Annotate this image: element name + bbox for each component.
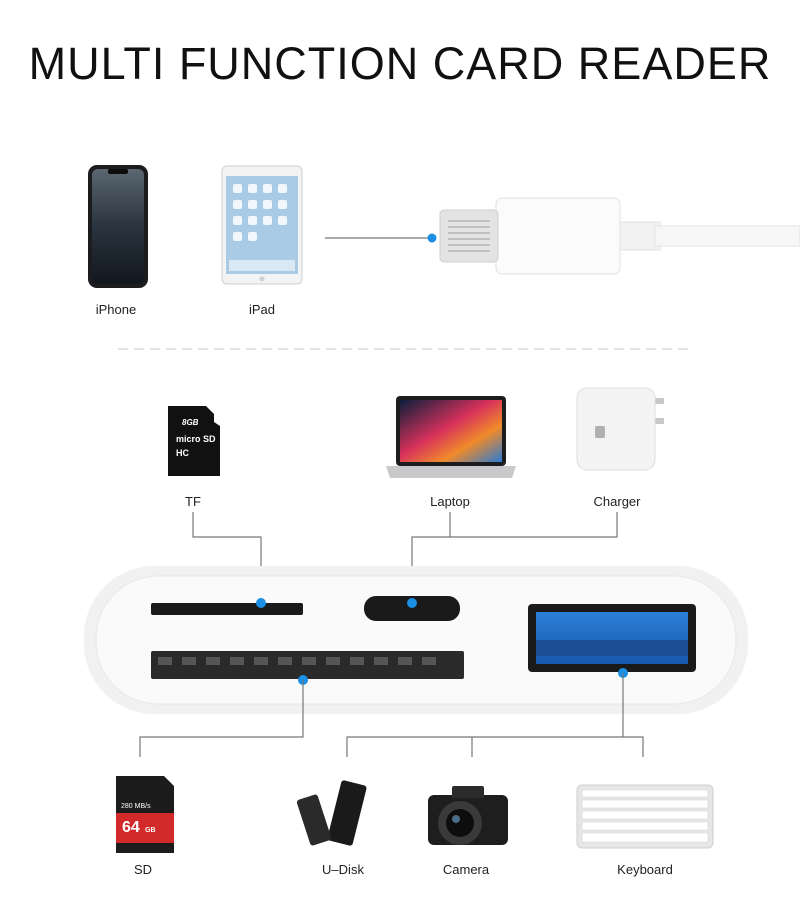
- camera-image: [428, 786, 508, 845]
- laptop-label: Laptop: [430, 494, 470, 509]
- charge-port: [364, 596, 460, 621]
- charger-image: [576, 387, 664, 471]
- lightning-connector: [325, 197, 800, 275]
- page-title: MULTI FUNCTION CARD READER: [28, 38, 772, 89]
- keyboard-image: [576, 784, 714, 849]
- laptop-image: [386, 396, 516, 478]
- microsd-card-image: 8GB micro SD HC: [168, 406, 220, 476]
- udisk-label: U–Disk: [322, 862, 364, 877]
- sd-card-image: 280 MB/s 64 GB: [116, 776, 174, 853]
- sd-label: SD: [133, 862, 153, 877]
- sd-capacity: 64: [122, 819, 140, 836]
- camera-label: Camera: [442, 862, 490, 877]
- microsd-capacity: 8GB: [182, 418, 199, 427]
- ipad-image: [221, 165, 303, 285]
- tf-label: TF: [185, 494, 201, 509]
- udisk-image: [296, 780, 367, 846]
- bottom-connection-lines: [139, 673, 644, 757]
- keyboard-label: Keyboard: [617, 862, 673, 877]
- sd-speed: 280 MB/s: [121, 803, 151, 810]
- card-reader-body: [84, 566, 748, 714]
- sd-unit: GB: [145, 827, 156, 834]
- charger-label: Charger: [593, 494, 641, 509]
- tf-slot: [151, 603, 303, 615]
- lightning-dot: [427, 233, 437, 243]
- iphone-image: [88, 165, 148, 288]
- microsd-class: HC: [176, 448, 189, 458]
- ipad-label: iPad: [248, 302, 276, 317]
- iphone-label: iPhone: [95, 302, 137, 317]
- microsd-logo: micro SD: [176, 434, 216, 444]
